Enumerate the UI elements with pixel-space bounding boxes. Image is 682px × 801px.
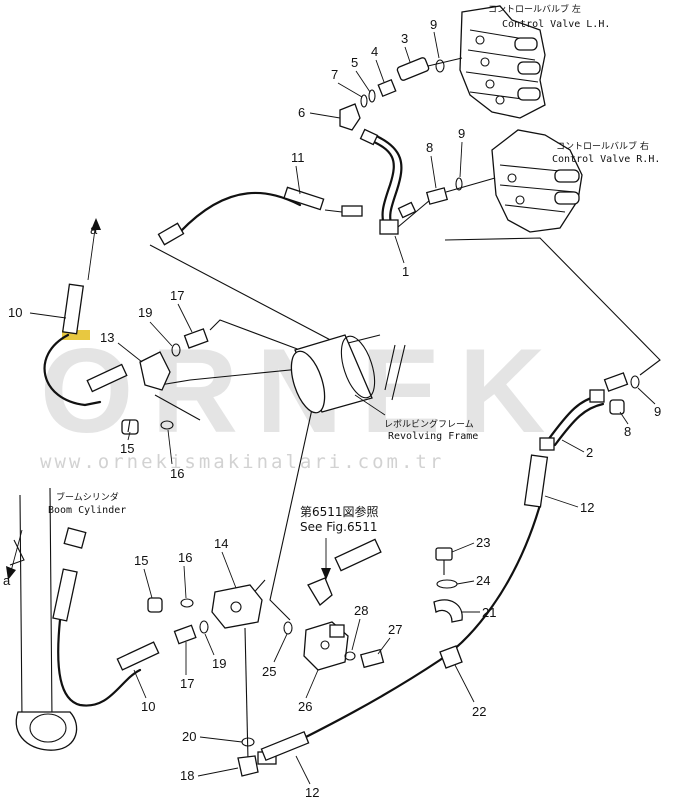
see-fig-jp: 第6511図参照	[300, 504, 379, 519]
control-valve-rh-jp: コントロールバルブ 右	[556, 140, 649, 152]
callout-19-lower: 19	[212, 656, 226, 671]
callout-7: 7	[331, 67, 338, 82]
hose-10-lower	[52, 568, 160, 707]
callout-9-middle: 9	[458, 126, 465, 141]
callout-26: 26	[298, 699, 312, 714]
revolving-frame-jp: レボルビングフレーム	[384, 418, 474, 430]
boom-cylinder: a ブームシリンダ Boom Cylinder	[3, 487, 126, 751]
callout-4: 4	[371, 44, 378, 59]
tube-2	[539, 372, 640, 451]
callout-28: 28	[354, 603, 368, 618]
control-valve-lh: コントロールバルブ 左 Control Valve L.H.	[459, 3, 610, 119]
callout-13: 13	[100, 330, 114, 345]
callout-2: 2	[586, 445, 593, 460]
callout-12-upper: 12	[580, 500, 594, 515]
watermark-brand: ORNEK	[40, 324, 563, 458]
callout-24: 24	[476, 573, 490, 588]
callout-19-upper: 19	[138, 305, 152, 320]
watermark-url: www.ornekismakinalari.com.tr	[40, 451, 444, 473]
block-26-group	[303, 621, 385, 671]
boom-cylinder-en: Boom Cylinder	[48, 505, 126, 516]
tube-1	[341, 128, 496, 235]
see-fig-en: See Fig.6511	[300, 520, 378, 534]
control-valve-lh-jp: コントロールバルブ 左	[488, 3, 581, 15]
callout-15-upper: 15	[120, 441, 134, 456]
watermark: ORNEK www.ornekismakinalari.com.tr	[40, 324, 563, 473]
callout-27: 27	[388, 622, 402, 637]
callout-9-right: 9	[654, 404, 661, 419]
callout-18: 18	[180, 768, 194, 783]
callouts: 1 2 3 4 5 6 7 8 8 9 9 9 10 10 11 12 12 1…	[8, 17, 661, 800]
callout-16-lower: 16	[178, 550, 192, 565]
watermark-accent	[62, 330, 90, 340]
control-valve-lh-en: Control Valve L.H.	[502, 19, 610, 30]
hose-10-upper: a	[43, 218, 102, 407]
callout-11: 11	[291, 150, 305, 165]
hose-12	[260, 454, 549, 762]
block-13-group	[86, 328, 209, 435]
callout-12-lower: 12	[305, 785, 319, 800]
callout-3: 3	[401, 31, 408, 46]
hose-11	[157, 186, 343, 246]
callout-14: 14	[214, 536, 228, 551]
callout-15-lower: 15	[134, 553, 148, 568]
callout-9-top: 9	[430, 17, 437, 32]
control-valve-rh-en: Control Valve R.H.	[552, 154, 660, 165]
arrow-a-upper: a	[90, 222, 98, 237]
see-fig-6511-part: 第6511図参照 See Fig.6511	[300, 504, 382, 606]
callout-16-upper: 16	[170, 466, 184, 481]
callout-25: 25	[262, 664, 276, 679]
callout-1: 1	[402, 264, 409, 279]
callout-5: 5	[351, 55, 358, 70]
callout-17-lower: 17	[180, 676, 194, 691]
callout-23: 23	[476, 535, 490, 550]
callout-22: 22	[472, 704, 486, 719]
callout-10-upper: 10	[8, 305, 22, 320]
frame-lines	[149, 237, 661, 621]
bolt-clamp-group	[433, 547, 463, 623]
boom-cylinder-jp: ブームシリンダ	[56, 491, 119, 503]
revolving-frame-cylinder: レボルビングフレーム Revolving Frame	[290, 334, 478, 442]
callout-6: 6	[298, 105, 305, 120]
callout-8-lower: 8	[624, 424, 631, 439]
fitting-chain-lh	[339, 57, 463, 131]
control-valve-rh: コントロールバルブ 右 Control Valve R.H.	[491, 129, 660, 233]
callout-21: 21	[482, 605, 496, 620]
callout-8-upper: 8	[426, 140, 433, 155]
callout-20: 20	[182, 729, 196, 744]
revolving-frame-en: Revolving Frame	[388, 431, 478, 442]
callout-10-lower: 10	[141, 699, 155, 714]
callout-17-upper: 17	[170, 288, 184, 303]
arrow-a-lower: a	[3, 573, 11, 588]
